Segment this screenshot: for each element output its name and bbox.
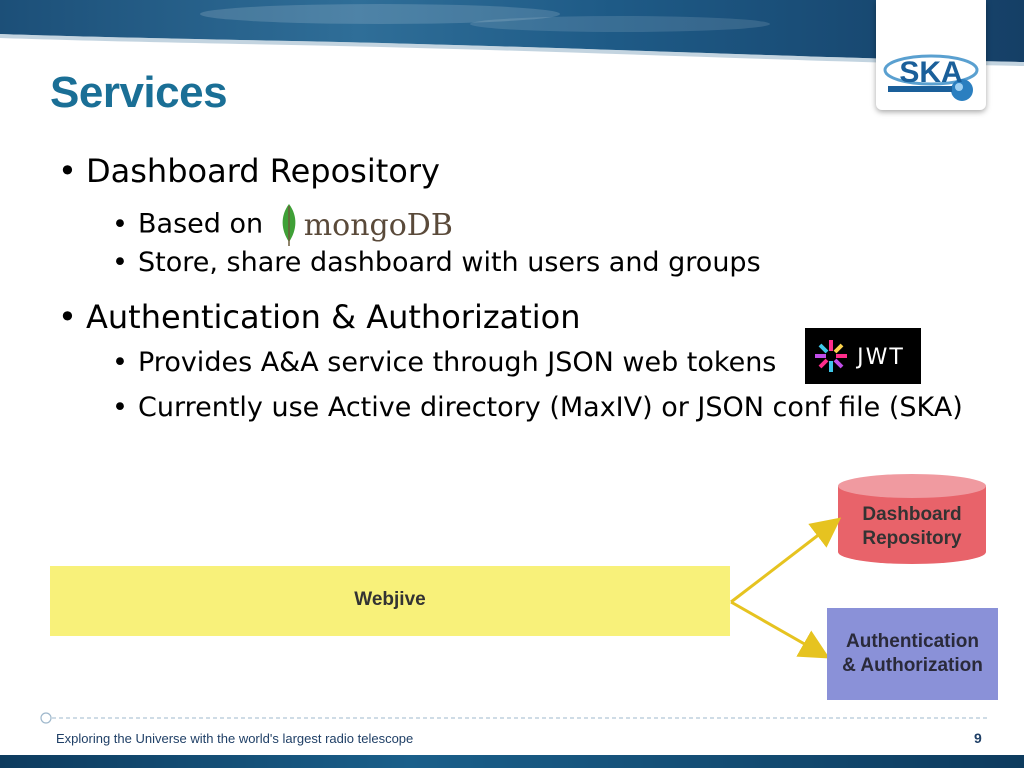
- bullet-dot: •: [58, 152, 77, 190]
- bullet-text: Authentication & Authorization: [86, 298, 581, 336]
- auth-label-line1: Authentication: [846, 631, 979, 652]
- arrow-to-repository: [730, 517, 842, 604]
- db-label-line1: Dashboard: [862, 504, 962, 525]
- jwt-logo: JWT: [805, 328, 921, 384]
- footer-divider: [40, 712, 990, 724]
- bullet-dot: •: [58, 298, 77, 336]
- bullet-dashboard-repository: •Dashboard Repository: [58, 152, 440, 190]
- bullet-jwt: • Provides A&A service through JSON web t…: [112, 347, 776, 378]
- bullet-text: Provides A&A service through JSON web to…: [138, 347, 777, 378]
- bullet-dot: •: [112, 247, 128, 278]
- bullet-dot: •: [112, 208, 128, 240]
- page-title: Services: [50, 68, 228, 117]
- jwt-logo-text: JWT: [855, 345, 905, 370]
- ska-logo: SKA: [876, 0, 986, 110]
- bullet-text: Store, share dashboard with users and gr…: [138, 247, 761, 278]
- arrow-to-auth: [730, 600, 830, 659]
- bullet-based-on: • Based on mongoDB: [112, 202, 453, 248]
- bullet-text: Currently use Active directory (MaxIV) o…: [138, 392, 963, 423]
- bottom-bar: [0, 755, 1024, 768]
- bullet-text: Dashboard Repository: [86, 152, 440, 190]
- db-label-line2: Repository: [862, 528, 962, 549]
- dashboard-repository-label: Dashboard Repository: [838, 503, 986, 551]
- footer-tagline: Exploring the Universe with the world's …: [56, 731, 414, 746]
- webjive-box: Webjive: [50, 566, 730, 636]
- auth-label: Authentication & Authorization: [842, 630, 983, 678]
- auth-label-line2: & Authorization: [842, 655, 983, 676]
- auth-box: Authentication & Authorization: [827, 608, 998, 700]
- bullet-authentication: •Authentication & Authorization: [58, 298, 581, 336]
- mongodb-logo: mongoDB: [278, 202, 453, 248]
- ska-logo-graphic: SKA: [883, 54, 979, 101]
- bullet-active-directory: • Currently use Active directory (MaxIV) …: [112, 392, 963, 423]
- page-number: 9: [974, 730, 982, 746]
- bullet-store-share: • Store, share dashboard with users and g…: [112, 247, 761, 278]
- mongodb-logo-text: mongoDB: [303, 207, 453, 243]
- ska-logo-text: SKA: [899, 56, 962, 89]
- jwt-logo-graphic: JWT: [815, 340, 905, 372]
- bullet-text: Based on: [138, 208, 264, 240]
- webjive-label: Webjive: [354, 589, 426, 610]
- header-banner: [0, 0, 1024, 66]
- bullet-dot: •: [112, 347, 128, 378]
- bullet-dot: •: [112, 392, 128, 423]
- leaf-icon: [282, 204, 296, 246]
